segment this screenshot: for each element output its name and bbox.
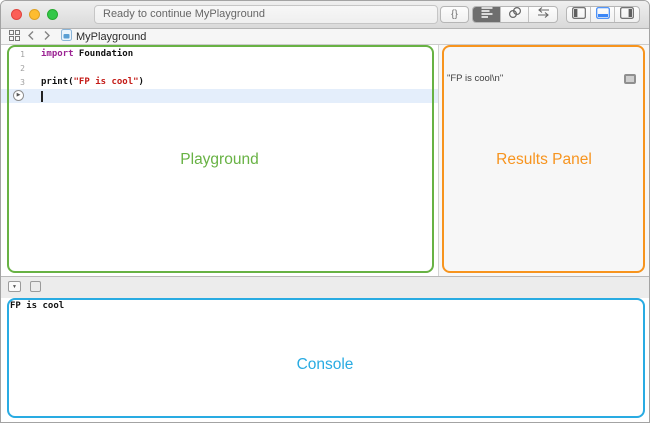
navigator-panel-button[interactable] — [567, 6, 591, 24]
console-annotation-label: Console — [296, 356, 354, 373]
console-pane[interactable]: FP is cool Console — [1, 298, 649, 422]
result-row: "FP is cool\n" — [447, 73, 636, 84]
playground-file-icon — [61, 28, 72, 46]
right-panel-icon — [620, 6, 634, 24]
toolbar: {} — [440, 6, 640, 23]
jump-bar: MyPlayground — [1, 28, 649, 46]
activity-status: Ready to continue MyPlayground — [94, 5, 438, 24]
console-output: FP is cool — [10, 301, 65, 311]
assistant-editor-button[interactable] — [501, 7, 529, 22]
console-annotation-box — [7, 298, 645, 418]
playground-editor-pane: 1 import Foundation 2 3 print("FP is coo… — [1, 45, 439, 276]
status-text: Ready to continue MyPlayground — [103, 8, 266, 20]
code-token: print( — [41, 77, 74, 87]
back-button[interactable] — [27, 28, 35, 46]
library-button[interactable]: {} — [440, 6, 469, 23]
text-cursor — [41, 90, 43, 102]
chevron-left-icon — [27, 28, 35, 46]
forward-button[interactable] — [43, 28, 51, 46]
standard-editor-button[interactable] — [473, 7, 501, 22]
play-circle-icon: ▶ — [16, 92, 21, 98]
code-token: Foundation — [73, 49, 134, 59]
hide-debug-area-button[interactable]: ▼ — [8, 281, 21, 292]
playground-annotation-label: Playground — [180, 151, 259, 168]
code-token: ) — [138, 77, 144, 87]
code-token-keyword: import — [41, 49, 74, 59]
current-code-line: ▶ — [1, 89, 438, 103]
show-result-square-icon[interactable] — [624, 73, 636, 84]
traffic-lights — [11, 9, 58, 20]
left-panel-icon — [571, 6, 586, 24]
debug-area-panel-button[interactable] — [591, 6, 615, 24]
line-number: 1 — [20, 49, 25, 59]
panel-collapse-icon: ▼ — [12, 283, 17, 290]
code-token-string: "FP is cool" — [73, 77, 139, 87]
debug-bar: ▼ — [1, 277, 649, 298]
line-number: 3 — [20, 77, 25, 87]
text-lines-icon — [480, 7, 494, 22]
breadcrumb-file-name: MyPlayground — [76, 30, 147, 43]
result-value: "FP is cool\n" — [447, 73, 504, 84]
clear-console-button[interactable] — [30, 281, 41, 292]
version-editor-button[interactable] — [529, 7, 557, 22]
zoom-button[interactable] — [47, 9, 58, 20]
panel-toggle-group — [566, 6, 640, 23]
interlocking-circles-icon — [508, 7, 522, 22]
code-line: 1 import Foundation — [1, 47, 438, 61]
inspectors-panel-button[interactable] — [615, 6, 639, 24]
minimize-button[interactable] — [29, 9, 40, 20]
run-playground-button[interactable]: ▶ — [13, 90, 24, 101]
code-line: 2 — [1, 61, 438, 75]
breadcrumb-file-item[interactable]: MyPlayground — [61, 28, 146, 46]
grid-icon — [9, 28, 20, 46]
line-number: 2 — [20, 63, 25, 73]
results-sidebar-pane: "FP is cool\n" Results Panel — [439, 45, 649, 276]
title-bar: Ready to continue MyPlayground {} — [1, 1, 649, 29]
chevron-right-icon — [43, 28, 51, 46]
main-content: 1 import Foundation 2 3 print("FP is coo… — [1, 45, 649, 277]
related-items-button[interactable] — [9, 28, 20, 46]
left-right-arrows-icon — [536, 7, 551, 22]
code-line: 3 print("FP is cool") — [1, 75, 438, 89]
curly-braces-icon: {} — [451, 9, 458, 20]
results-annotation-label: Results Panel — [496, 151, 592, 168]
editor-mode-segmented-control — [472, 6, 558, 23]
code-editor[interactable]: 1 import Foundation 2 3 print("FP is coo… — [1, 47, 438, 103]
close-button[interactable] — [11, 9, 22, 20]
bottom-panel-icon — [595, 6, 610, 24]
